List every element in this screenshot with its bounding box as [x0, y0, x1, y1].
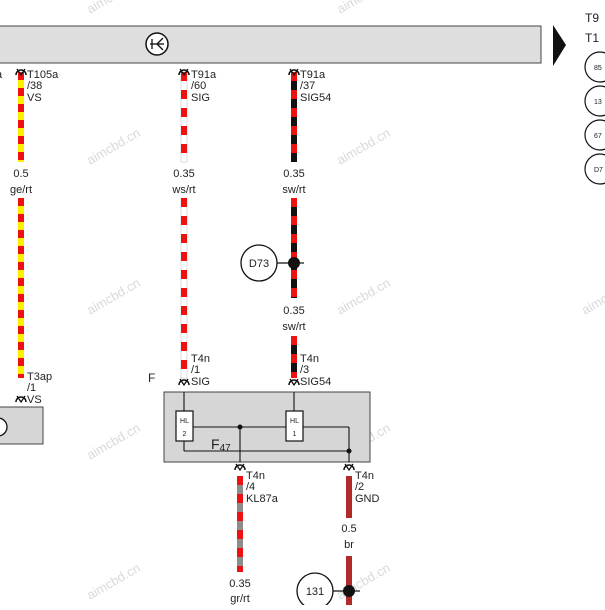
connector-num: /60 [191, 80, 206, 92]
wire-ws-rt[interactable] [180, 71, 188, 379]
wire-color: sw/rt [282, 184, 305, 196]
connector-signal: VS [27, 394, 42, 406]
connector-pin: T3ap [27, 371, 52, 383]
connector-num: /2 [355, 481, 364, 493]
wire-ge-rt[interactable] [18, 72, 24, 378]
watermark: aimcbd.cn [84, 420, 143, 463]
pin-arrow-icon [343, 463, 355, 472]
reference-panel: T9 T1 85 13 67 D7 [584, 11, 605, 185]
ref-circle [584, 51, 605, 83]
connector-num: /1 [191, 364, 200, 376]
connector-num: /38 [27, 80, 42, 92]
connector-signal: KL87a [246, 493, 279, 505]
watermark: aimcbd.cn [334, 275, 393, 318]
connector-pin: T4n [300, 353, 319, 365]
component-name-sub: 47 [220, 443, 232, 454]
pin-arrow-icon [15, 68, 27, 77]
wire-color: ws/rt [171, 184, 195, 196]
d73-label: D73 [249, 258, 269, 270]
ref-line-2: T1 [585, 31, 599, 45]
splice-dot [343, 585, 355, 597]
component-letter: F [148, 371, 155, 385]
connector-pin: T105a [27, 69, 59, 81]
hl2-label: HL [180, 418, 189, 425]
wire-size: 0.35 [283, 305, 304, 317]
ref-circle-label: D7 [594, 167, 603, 174]
n131-label: 131 [306, 586, 324, 598]
pin-arrow-icon [288, 378, 300, 387]
wire-color: sw/rt [282, 321, 305, 333]
hl2-index: 2 [183, 431, 187, 438]
watermark: aimcbd.cn [84, 560, 143, 603]
wire-gr-rt[interactable] [237, 476, 243, 572]
wire-color: ge/rt [10, 184, 32, 196]
connector-pin: T4n [246, 470, 265, 482]
connector-signal: SIG54 [300, 92, 331, 104]
hl1-label: HL [290, 418, 299, 425]
connector-num: /3 [300, 364, 309, 376]
watermark: aimcbd.cn [334, 560, 393, 603]
connector-num: /1 [27, 382, 36, 394]
pin-arrow-icon [178, 378, 190, 387]
relay-bus-icon [145, 32, 169, 56]
connector-pin: T91a [191, 69, 217, 81]
hl2-element [175, 410, 194, 442]
connector-pin: T91a [300, 69, 326, 81]
ref-circle [584, 119, 605, 151]
ref-circle-label: 13 [594, 99, 602, 106]
wire-size: 0.35 [173, 168, 194, 180]
relay-bus-bar [0, 25, 542, 64]
component-name-main: F [211, 436, 220, 452]
d73-connector-circle[interactable] [240, 244, 278, 282]
hl1-index: 1 [293, 431, 297, 438]
connector-pin: T4n [191, 353, 210, 365]
connector-pin: T4n [355, 470, 374, 482]
ref-line-1: T9 [585, 11, 599, 25]
component-name: F47 [211, 436, 231, 454]
pin-arrow-icon [15, 395, 27, 404]
watermark-layer: aimcbd.cn aimcbd.cn aimcbd.cn aimcbd.cn … [84, 0, 605, 603]
connector-signal: SIG54 [300, 376, 331, 388]
wire-color: br [344, 539, 354, 551]
left-component-symbol-icon [0, 417, 8, 437]
watermark: aimcbd.cn [84, 0, 143, 17]
watermark: aimcbd.cn [334, 125, 393, 168]
watermark: aimcbd.cn [579, 275, 605, 318]
wire-size: 0.5 [13, 168, 28, 180]
wire-size: 0.35 [283, 168, 304, 180]
connector-signal: VS [27, 92, 42, 104]
wire-sw-rt[interactable] [291, 72, 297, 378]
pin-arrow-icon [234, 463, 246, 472]
ref-circle-label: 85 [594, 65, 602, 72]
watermark: aimcbd.cn [84, 275, 143, 318]
wire-size: 0.5 [341, 523, 356, 535]
connector-num: /4 [246, 481, 255, 493]
wire-br[interactable] [346, 476, 352, 608]
pin-arrow-icon [178, 68, 190, 77]
hl1-element [285, 410, 304, 442]
pin-arrow-icon [288, 68, 300, 77]
ref-circle-label: 67 [594, 133, 602, 140]
connector-label-fragment: a [0, 69, 3, 81]
ref-circle [584, 153, 605, 185]
connector-signal: SIG [191, 92, 210, 104]
wire-color: gr/rt [230, 593, 250, 605]
splice-dot [288, 257, 300, 269]
ref-circle [584, 85, 605, 117]
connector-num: /37 [300, 80, 315, 92]
connector-signal: GND [355, 493, 380, 505]
connector-signal: SIG [191, 376, 210, 388]
page-continue-arrow-icon[interactable] [553, 25, 566, 66]
watermark: aimcbd.cn [84, 125, 143, 168]
watermark: aimcbd.cn [334, 0, 393, 17]
wire-size: 0.35 [229, 578, 250, 590]
junction-dot [237, 424, 243, 430]
junction-dot [346, 448, 352, 454]
